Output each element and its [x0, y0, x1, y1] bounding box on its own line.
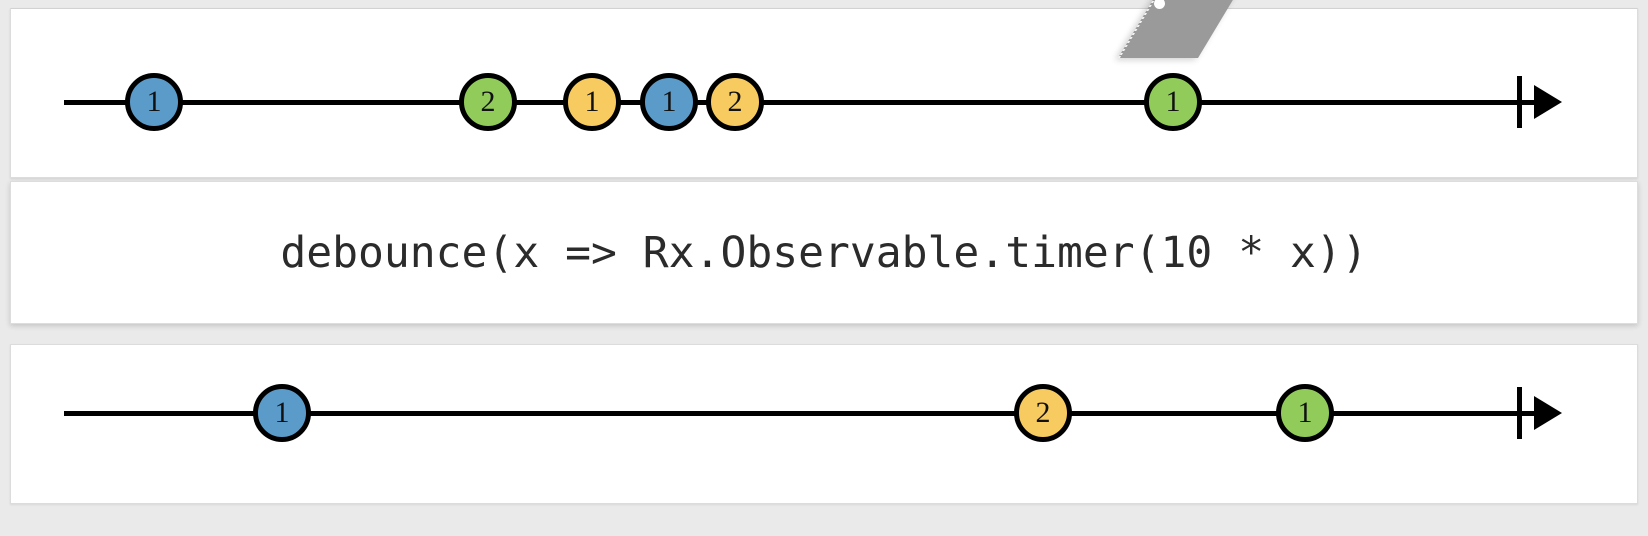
output-timeline: 1 2 1 — [11, 345, 1637, 503]
marble-label: 2 — [480, 85, 496, 118]
timeline-axis — [64, 99, 1536, 105]
completion-tick[interactable] — [1517, 76, 1522, 128]
marble-label: 1 — [146, 85, 162, 118]
timeline-arrow-icon — [1534, 396, 1562, 430]
source-timeline[interactable]: 1 2 1 1 2 1 — [11, 9, 1637, 177]
marble: 2 — [1014, 384, 1072, 442]
marble[interactable]: 1 — [125, 73, 183, 131]
source-observable-panel[interactable]: 1 2 1 1 2 1 — [10, 8, 1638, 178]
marble[interactable]: 2 — [706, 73, 764, 131]
timeline-axis — [64, 410, 1536, 416]
marble[interactable]: 1 — [640, 73, 698, 131]
marble-label: 1 — [1297, 396, 1313, 429]
marble: 1 — [253, 384, 311, 442]
marble[interactable]: 2 — [459, 73, 517, 131]
operator-code-text[interactable]: debounce(x => Rx.Observable.timer(10 * x… — [280, 227, 1368, 278]
marble-label: 1 — [661, 85, 677, 118]
marble-label: 2 — [1035, 396, 1051, 429]
marble-label: 1 — [584, 85, 600, 118]
marble-label: 1 — [274, 396, 290, 429]
marble[interactable]: 1 — [1144, 73, 1202, 131]
marble: 1 — [1276, 384, 1334, 442]
operator-panel[interactable]: debounce(x => Rx.Observable.timer(10 * x… — [10, 181, 1638, 324]
completion-tick — [1517, 387, 1522, 439]
marble-label: 1 — [1165, 85, 1181, 118]
output-observable-panel[interactable]: 1 2 1 — [10, 344, 1638, 504]
timeline-arrow-icon — [1534, 85, 1562, 119]
marble-label: 2 — [727, 85, 743, 118]
marble[interactable]: 1 — [563, 73, 621, 131]
